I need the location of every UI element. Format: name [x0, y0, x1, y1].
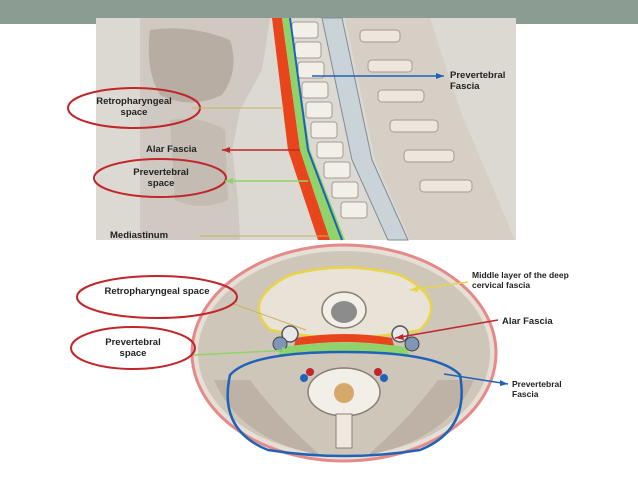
middle-layer-label: Middle layer of the deep cervical fascia — [472, 270, 569, 290]
prevertebral-space-label-axial: Prevertebral space — [105, 337, 161, 359]
prevertebral-ellipse-sagittal — [93, 158, 227, 198]
prevertebral-fascia-label-sagittal: Prevertebral Fascia — [450, 70, 506, 92]
alar-fascia-label-axial: Alar Fascia — [502, 316, 553, 327]
retropharyngeal-space-label-sagittal: Retropharyngeal space — [96, 96, 172, 118]
retropharyngeal-arrow-axial — [233, 303, 307, 331]
retropharyngeal-space-label-axial: Retropharyngeal space — [104, 286, 210, 297]
alar-fascia-arrow-axial — [394, 319, 499, 339]
retropharyngeal-ellipse-axial — [76, 275, 238, 319]
prevertebral-fascia-label-axial: Prevertebral Fascia — [512, 379, 562, 399]
prevertebral-space-label-sagittal: Prevertebral space — [133, 167, 189, 189]
sagittal-section-image — [96, 17, 516, 241]
alar-fascia-label-sagittal: Alar Fascia — [146, 144, 197, 155]
prevertebral-fascia-arrow-axial — [443, 373, 509, 385]
prevertebral-arrow-axial — [193, 349, 291, 356]
axial-section-image — [96, 243, 516, 463]
middle-layer-arrow — [409, 281, 469, 291]
prevertebral-ellipse-axial — [70, 326, 196, 370]
mediastinum-label: Mediastinum — [110, 230, 169, 241]
